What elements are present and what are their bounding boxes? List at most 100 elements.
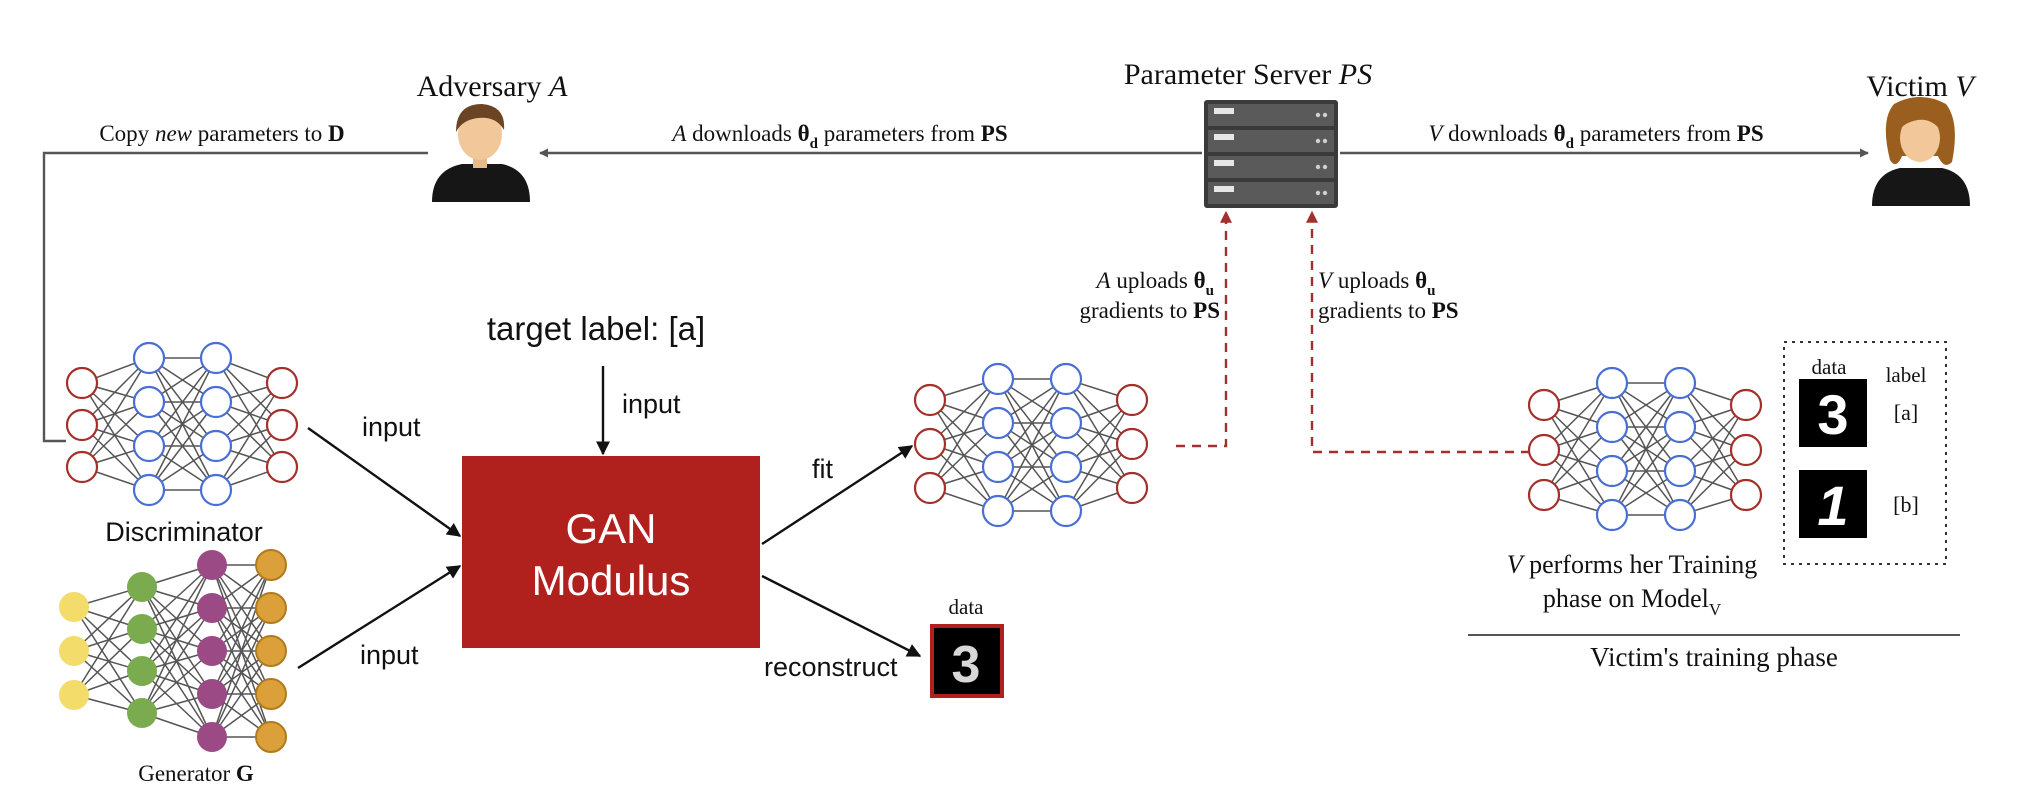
network-edge: [141, 650, 213, 714]
network-node: [1115, 427, 1149, 461]
victim-sample-image-1: [1799, 379, 1867, 447]
network-edge: [148, 401, 217, 491]
network-node: [1049, 406, 1083, 440]
network-node: [1527, 433, 1561, 467]
network-node: [1049, 494, 1083, 528]
reconstructed-digit: 3: [952, 636, 981, 694]
network-node: [1115, 383, 1149, 417]
victim-model-network: [1527, 366, 1763, 532]
network-edge: [73, 606, 143, 672]
network-node: [65, 408, 99, 442]
network-node: [59, 680, 89, 710]
victim-training-title: Victim's training phase: [1590, 642, 1838, 672]
copy-parameters-label: Copy new parameters to D: [99, 121, 344, 146]
network-node: [65, 366, 99, 400]
network-edge: [73, 628, 143, 696]
victim-download-label: V downloads θd parameters from PS: [1428, 121, 1763, 152]
victim-data-header: data: [1812, 355, 1848, 379]
network-node: [132, 429, 166, 463]
network-edge: [148, 357, 217, 491]
network-node: [265, 366, 299, 400]
network-node: [199, 473, 233, 507]
network-edge: [211, 650, 272, 738]
network-node: [127, 572, 157, 602]
discriminator-network: [65, 341, 299, 507]
network-edge: [997, 378, 1067, 512]
generator-label: Generator G: [138, 761, 254, 786]
global-model-network: [913, 362, 1149, 528]
network-edge: [73, 586, 143, 696]
network-node: [197, 550, 227, 580]
network-node: [1595, 366, 1629, 400]
fit-label: fit: [812, 454, 834, 484]
network-node: [1115, 471, 1149, 505]
person-female-icon: [1872, 97, 1970, 206]
victim-sample-digit-2: 1: [1817, 474, 1848, 537]
network-node: [132, 341, 166, 375]
victim-upload-arrow: [1306, 210, 1530, 454]
network-edge: [141, 564, 213, 630]
network-node: [265, 408, 299, 442]
network-edge: [215, 382, 283, 491]
network-node: [1663, 454, 1697, 488]
network-node: [127, 614, 157, 644]
network-node: [197, 593, 227, 623]
copy-parameters-connector: [42, 151, 428, 443]
network-node: [199, 429, 233, 463]
reconstruct-label: reconstruct: [764, 652, 898, 682]
network-node: [1729, 478, 1763, 512]
network-edge: [211, 564, 272, 652]
network-node: [981, 450, 1015, 484]
gan-modulus-title: GAN: [565, 505, 656, 552]
network-node: [255, 635, 287, 667]
network-edge: [141, 564, 213, 672]
network-node: [199, 341, 233, 375]
network-edge: [1065, 399, 1133, 512]
network-node: [1729, 433, 1763, 467]
network-edge: [141, 607, 213, 714]
network-node: [913, 427, 947, 461]
server-title: Parameter Server PS: [1124, 58, 1372, 91]
gan-modulus-subtitle: Modulus: [532, 557, 691, 604]
network-node: [59, 636, 89, 666]
discriminator-label: Discriminator: [105, 517, 263, 547]
network-node: [132, 473, 166, 507]
network-edge: [1543, 382, 1613, 496]
network-node: [199, 385, 233, 419]
network-node: [255, 678, 287, 710]
network-node: [913, 471, 947, 505]
network-node: [265, 450, 299, 484]
network-node: [913, 383, 947, 417]
network-node: [1663, 498, 1697, 532]
network-node: [197, 679, 227, 709]
network-edge: [73, 650, 143, 714]
victim-sample-image-2: [1799, 470, 1867, 538]
network-node: [1595, 410, 1629, 444]
network-node: [127, 656, 157, 686]
network-edge: [1611, 426, 1681, 516]
generator-input-arrow: [297, 564, 462, 670]
network-edge: [997, 378, 1067, 468]
victim-sample-label-1: [a]: [1894, 400, 1918, 425]
network-node: [1663, 410, 1697, 444]
network-edge: [215, 357, 283, 468]
victim-data-table-frame: [1783, 341, 1947, 565]
network-edge: [1679, 404, 1747, 516]
adversary-download-label: A downloads θd parameters from PS: [670, 121, 1007, 152]
target-label-text: target label: [a]: [487, 310, 705, 347]
network-node: [65, 450, 99, 484]
discriminator-input-arrow: [307, 427, 462, 537]
network-edge: [73, 586, 143, 652]
network-edge: [81, 382, 150, 491]
network-node: [1049, 450, 1083, 484]
network-node: [59, 592, 89, 622]
reconstruct-arrow: [761, 574, 922, 658]
adversary-upload-arrow: [1176, 210, 1232, 448]
server-rack-icon: [1204, 100, 1338, 208]
fit-arrow: [761, 444, 914, 546]
network-node: [132, 385, 166, 419]
network-edge: [1611, 382, 1681, 472]
